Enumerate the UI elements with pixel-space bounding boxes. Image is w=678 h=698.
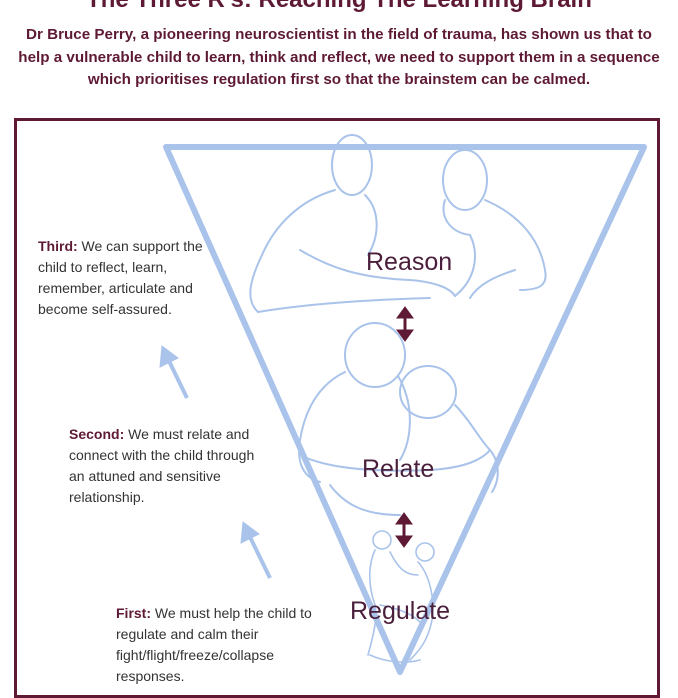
- note-third: Third: We can support the child to refle…: [38, 236, 218, 320]
- stage-label-relate: Relate: [362, 455, 434, 484]
- diagram-artwork: [0, 0, 678, 678]
- infographic-page: The Three R's: Reaching The Learning Bra…: [0, 0, 678, 678]
- stage-label-regulate: Regulate: [350, 597, 450, 626]
- brain-triangle: [166, 147, 644, 672]
- up-arrow-icon: [241, 522, 270, 578]
- relate-figures-illustration: [299, 323, 498, 515]
- note-first: First: We must help the child to regulat…: [116, 603, 316, 687]
- reason-figures-illustration: [250, 135, 545, 312]
- note-second: Second: We must relate and connect with …: [69, 424, 269, 508]
- note-first-label: First:: [116, 605, 151, 621]
- note-second-label: Second:: [69, 426, 124, 442]
- double-arrow-icon: [396, 513, 412, 547]
- up-arrow-icon: [160, 346, 187, 398]
- stage-label-reason: Reason: [366, 248, 452, 277]
- note-third-label: Third:: [38, 238, 78, 254]
